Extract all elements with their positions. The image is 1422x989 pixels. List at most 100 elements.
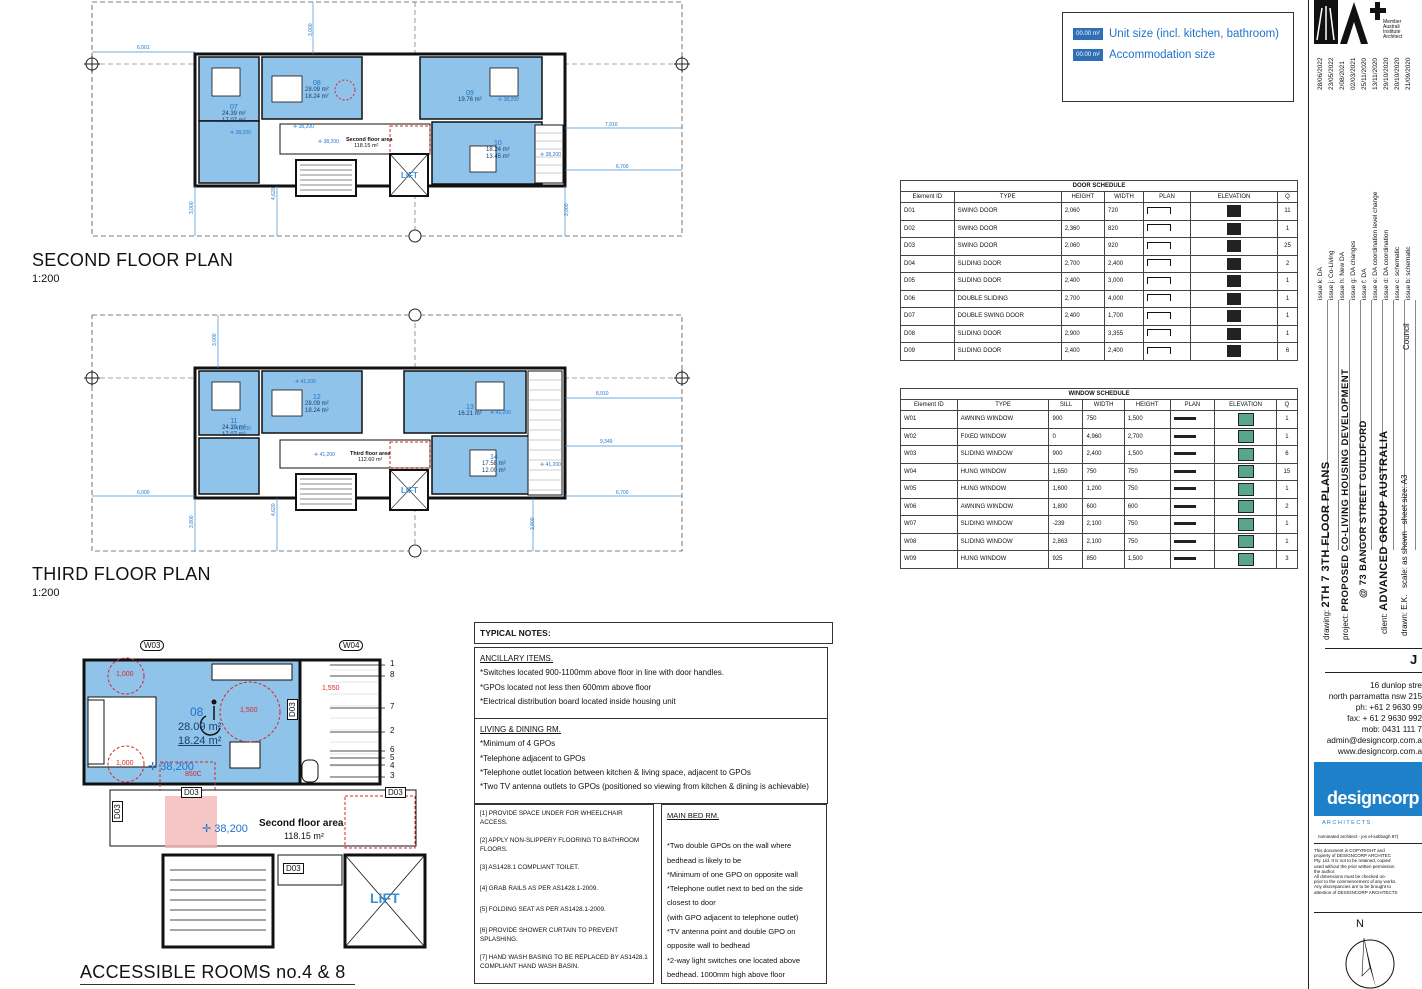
window-elevation-icon (1237, 552, 1254, 566)
accessible-dim-1: 1,000 (116, 671, 134, 678)
window-schedule-cell: 1,500 (1123, 410, 1171, 429)
notes-bedroom-line: closest to door (667, 898, 716, 908)
third-floor-plan-drawing (84, 308, 690, 558)
third-floor-level-5: ✛ 41,200 (314, 452, 335, 458)
window-elevation-symbol (1214, 427, 1277, 446)
third-floor-scale: 1:200 (32, 587, 60, 599)
notes-bedroom-line: bedhead is likely to be (667, 855, 742, 865)
window-schedule-cell: 2,400 (1082, 445, 1125, 464)
window-elevation-symbol (1214, 550, 1277, 569)
notes-bedroom-line: *TV antenna point and double GPO on (667, 927, 796, 937)
accessible-area-label: Second floor area 118.15 m² (259, 818, 344, 841)
door-schedule-cell: 820 (1104, 219, 1144, 238)
door-plan-symbol (1142, 219, 1191, 238)
door-elevation-symbol (1189, 254, 1278, 273)
door-plan-icon (1146, 241, 1171, 249)
issue-label: issue d: DA coordination (1383, 229, 1390, 300)
window-schedule-cell: 600 (1082, 497, 1125, 516)
window-schedule-cell: AWNING WINDOW (956, 497, 1050, 516)
nominated-architect: nominated architect - jos el-sabbagh 97( (1318, 834, 1399, 839)
window-elevation-icon (1237, 500, 1254, 514)
copyright-disclaimer: This document is COPYRIGHT and property … (1314, 848, 1398, 895)
window-plan-symbol (1169, 497, 1216, 516)
door-schedule-cell: SLIDING DOOR (953, 342, 1062, 361)
notes-numbered-item: [5] FOLDING SEAT AS PER AS1428.1-2009. (480, 906, 606, 913)
room-label-09: 09 19.76 m² (458, 90, 482, 103)
window-schedule-title: WINDOW SCHEDULE (900, 388, 1298, 400)
callout-6: 6 (390, 745, 395, 754)
door-schedule-cell: 720 (1104, 202, 1144, 221)
third-floor-dim-4: 6,700 (616, 490, 629, 496)
notes-ancillary-line: *GPOs located not less then 600mm above … (480, 682, 652, 692)
callout-1: 1 (390, 659, 395, 668)
accessible-door-tag-1: D03 (181, 787, 202, 798)
notes-ancillary-box: ANCILLARY ITEMS. *Switches located 900-1… (474, 647, 828, 719)
title-block-divider-4 (1314, 912, 1422, 913)
door-plan-icon (1146, 276, 1171, 284)
third-floor-level-1: ✛ 41,200 (230, 426, 251, 432)
window-schedule-cell: 1,800 (1048, 497, 1084, 516)
client-label: client: (1380, 613, 1389, 634)
window-schedule-cell: SLIDING WINDOW (956, 515, 1050, 534)
notes-living-heading: LIVING & DINING RM. (480, 725, 561, 734)
issue-label: issue j: Co-Living (1328, 250, 1335, 301)
door-schedule-cell: 2,060 (1060, 202, 1106, 221)
window-elevation-symbol (1214, 410, 1277, 429)
window-elevation-icon (1237, 517, 1254, 531)
project-info-2: @ 73 BANGOR STREET GUILDFORD (1358, 420, 1422, 609)
title-block-divider-2 (1325, 672, 1422, 673)
third-floor-lift-label: LIFT (401, 486, 418, 495)
second-floor-scale: 1:200 (32, 273, 60, 285)
second-floor-plan-drawing (84, 1, 690, 243)
third-floor-dim-3: 6,000 (137, 490, 150, 496)
window-plan-symbol (1169, 462, 1216, 481)
accessible-title: ACCESSIBLE ROOMS no.4 & 8 (80, 962, 346, 982)
room-label-11: 11 24.39 m² 17.07 m² (222, 418, 246, 438)
door-elevation-icon (1226, 327, 1241, 340)
door-plan-symbol (1142, 324, 1191, 343)
window-plan-icon (1173, 557, 1196, 561)
architects-institute-logo (1314, 0, 1386, 44)
accessible-lift-label: LIFT (370, 890, 400, 906)
window-schedule-cell: AWNING WINDOW (956, 410, 1050, 429)
notes-title-box: TYPICAL NOTES: (474, 622, 833, 644)
window-schedule-cell: 1,650 (1048, 462, 1084, 481)
third-floor-title: THIRD FLOOR PLAN (32, 564, 211, 584)
door-schedule-cell: 920 (1104, 237, 1144, 256)
window-schedule-cell: 1 (1275, 515, 1299, 534)
window-elevation-symbol (1214, 515, 1277, 534)
window-elevation-icon (1237, 447, 1254, 461)
door-schedule-table: DOOR SCHEDULE Element ID TYPE HEIGHT WID… (900, 180, 1299, 361)
designcorp-logo: designcorp (1314, 762, 1422, 816)
second-floor-dim-3: 6,700 (616, 164, 629, 170)
door-schedule-header: Element ID TYPE HEIGHT WIDTH PLAN ELEVAT… (900, 191, 1299, 203)
notes-bedroom-line: *Minimum of one GPO on opposite wall (667, 869, 798, 879)
door-schedule-cell: D08 (900, 324, 955, 343)
issue-label: issue h: New DA (1339, 251, 1346, 300)
notes-living-box: LIVING & DINING RM. *Minimum of 4 GPOs *… (474, 718, 828, 804)
door-schedule-cell: SWING DOOR (953, 237, 1062, 256)
door-plan-icon (1146, 224, 1171, 232)
window-schedule-cell: 600 (1123, 497, 1171, 516)
door-elevation-icon (1226, 310, 1241, 323)
room-label-14: 14 17.58 m² 12.00 m² (482, 454, 506, 474)
window-schedule-header: Element ID TYPE SILL WIDTH HEIGHT PLAN E… (900, 399, 1299, 411)
notes-bedroom-line: *Telephone outlet next to bed on the sid… (667, 884, 803, 894)
second-floor-level-4: ✛ 38,200 (540, 152, 561, 158)
accessible-door-tag-5: D03 (287, 699, 308, 731)
accessible-room-number: 08 (190, 705, 204, 719)
issue-date: 20/10/2020 (1394, 57, 1401, 90)
window-plan-symbol (1169, 480, 1216, 499)
window-schedule-cell: 1 (1275, 427, 1299, 446)
door-schedule-cell: 3,000 (1104, 272, 1144, 291)
legend-box: 00.00 m² Unit size (incl. kitchen, bathr… (1062, 12, 1294, 102)
